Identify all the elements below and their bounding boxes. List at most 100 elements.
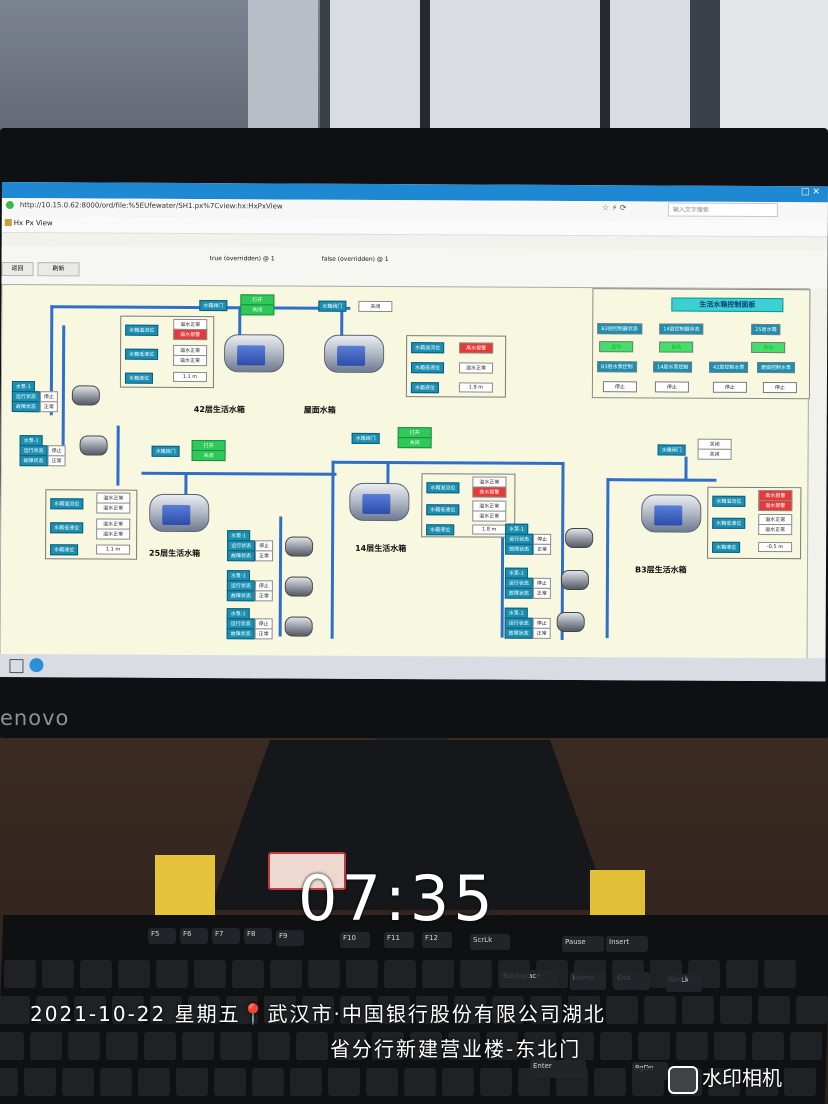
pump-14-3[interactable] [556, 611, 585, 633]
key-blank [746, 1068, 778, 1096]
pump-14c-fault-value: 正常 [532, 627, 551, 639]
panel-b3-stop[interactable]: 停止 [602, 381, 637, 393]
key-blank [708, 1068, 740, 1096]
key-blank [100, 1068, 132, 1096]
key-blank [36, 996, 68, 1024]
panel-b3-auto[interactable]: 自动 [599, 341, 634, 353]
tank-roof[interactable] [324, 334, 385, 374]
key-blank [612, 960, 644, 988]
back-button[interactable]: 返回 [1, 261, 34, 277]
t42-low-value-2: 溢水正常 [173, 354, 208, 367]
tank-14[interactable] [349, 482, 410, 522]
key-blank [74, 996, 106, 1024]
pipe [684, 456, 688, 481]
t25-low-value-2: 溢水正常 [96, 528, 131, 540]
roof-valve-label: 水箱阀门 [318, 300, 347, 312]
sticky-pad-left [155, 855, 215, 915]
tank-14-name: 14层生活水箱 [355, 543, 407, 554]
t25-status-group: 水箱溢流位 溢水正常 溢水正常 水箱低液位 溢水正常 溢水正常 水箱液位 1.1… [45, 489, 138, 560]
key-blank [422, 960, 454, 988]
key-blank [758, 996, 790, 1024]
refresh-button[interactable]: 刷新 [37, 262, 80, 277]
watermark-date-location: 2021-10-22 星期五📍武汉市·中国银行股份有限公司湖北 [30, 998, 606, 1027]
scada-diagram: 水箱阀门 打开 关闭 42层生活水箱 水箱溢流位 溢水正常 溢水报警 水箱低液位… [0, 283, 811, 661]
roof-overflow-value: 高水报警 [459, 342, 494, 354]
watermark-app-name: 水印相机 [702, 1066, 782, 1090]
pump-42-2[interactable] [79, 435, 108, 456]
pump-14-1[interactable] [565, 527, 594, 549]
tab-hx-px-view[interactable]: Hx Px View [13, 219, 53, 228]
tank-42[interactable] [224, 334, 285, 373]
app-icon[interactable] [29, 658, 44, 673]
pipe [606, 478, 717, 482]
pump-14a-fault: 故障状态 [505, 543, 534, 555]
pump-25-1[interactable] [285, 536, 314, 557]
pump-14-2[interactable] [560, 569, 589, 591]
t42-valve-closed: 关闭 [240, 304, 275, 316]
t14-low-value-2: 溢水正常 [472, 510, 507, 522]
roof-valve-value: 关闭 [358, 300, 393, 313]
tab-bar: Hx Px View [1, 215, 828, 238]
key-blank [150, 996, 182, 1024]
key-blank [600, 1032, 632, 1060]
t14-level-value: 1.8 m [472, 524, 507, 535]
window-controls[interactable]: □ ✕ [801, 187, 820, 198]
t25-valve-label: 水箱阀门 [151, 445, 180, 457]
t25-level-label: 水箱液位 [50, 544, 79, 556]
key-blank [638, 1032, 670, 1060]
key-blank [308, 960, 340, 988]
t42-level-value: 1.1 m [172, 371, 208, 383]
t14-level-label: 水箱液位 [426, 524, 455, 536]
start-icon[interactable] [9, 659, 24, 674]
override-true-label: true (overridden) @ 1 [209, 255, 275, 263]
panel-14-auto[interactable]: 自动 [659, 341, 694, 353]
right-wall [720, 0, 828, 140]
roof-status-group: 水箱溢流位 高水报警 水箱低液位 溢水正常 水箱液位 1.9 m [405, 335, 507, 398]
b3-low-label: 水箱低液位 [712, 517, 746, 529]
b3-valve-label: 水箱阀门 [657, 444, 686, 456]
pipe [141, 471, 337, 476]
shield-icon [5, 201, 14, 210]
key-blank [448, 1032, 480, 1060]
key-blank [0, 996, 30, 1024]
pump-25-3[interactable] [284, 616, 313, 637]
pump-42b-fault-value: 正常 [47, 455, 66, 467]
pump-25-2[interactable] [284, 576, 313, 597]
key-blank [296, 1032, 328, 1060]
search-input[interactable]: 输入文字搜索 [667, 202, 778, 218]
key-blank [378, 996, 410, 1024]
key-f6: F6 [180, 928, 208, 944]
pipe [61, 325, 66, 456]
key-blank [68, 1032, 100, 1060]
url-text[interactable]: http://10.15.0.62:8000/ord/file:%5EUfewa… [19, 201, 283, 211]
tank-b3[interactable] [641, 494, 702, 533]
panel-25-auto[interactable]: 自动 [751, 341, 786, 354]
panel-14-stop[interactable]: 停止 [654, 381, 689, 393]
tank-25-name: 25层生活水箱 [149, 548, 201, 559]
tank-roof-name: 屋面水箱 [303, 405, 336, 415]
window [320, 0, 720, 135]
tank-25[interactable] [149, 493, 210, 533]
key-blank [182, 1032, 214, 1060]
pump-42-1[interactable] [71, 385, 100, 406]
key-blank [24, 1068, 56, 1096]
page-icon [4, 219, 12, 227]
key-blank [384, 960, 416, 988]
panel-b3-pump-ctrl: B3层水泵控制 [597, 361, 637, 373]
key-blank [498, 960, 530, 988]
key-f8: F8 [244, 928, 272, 944]
star-icon[interactable]: ☆ ⚡ ⟳ [601, 203, 627, 213]
key-blank [486, 1032, 518, 1060]
panel-42-stop[interactable]: 停止 [712, 381, 747, 393]
key-blank [410, 1032, 442, 1060]
window-frame [420, 0, 430, 135]
key-blank [156, 960, 188, 988]
key-blank [366, 1068, 398, 1096]
key-blank [530, 996, 562, 1024]
key-blank [784, 1068, 816, 1096]
key-blank [644, 996, 676, 1024]
t14-status-group: 水箱溢流位 溢水正常 高水报警 水箱低液位 溢水正常 溢水正常 水箱液位 1.8… [421, 473, 516, 538]
key-blank [562, 1032, 594, 1060]
key-blank [556, 1068, 588, 1096]
panel-roof-stop[interactable]: 停止 [762, 381, 797, 394]
